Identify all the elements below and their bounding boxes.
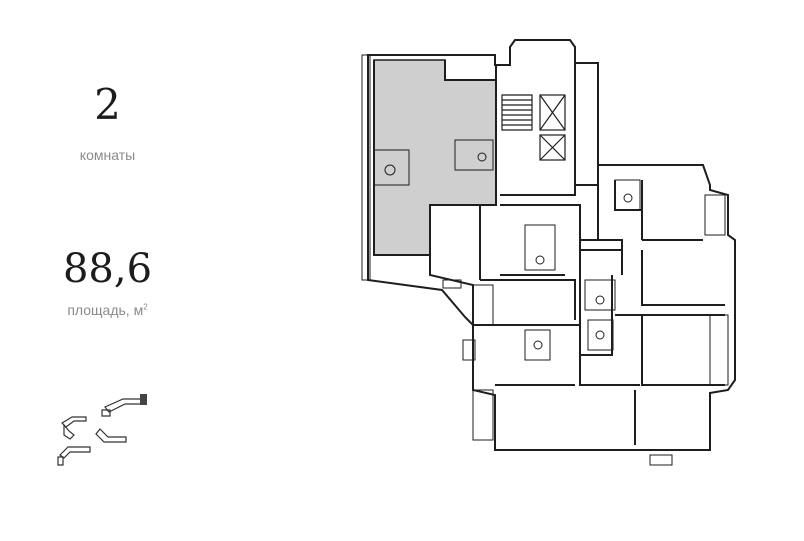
window (442, 279, 462, 289)
interior-wall (580, 275, 613, 356)
minimap-building (95, 428, 127, 443)
minimap-building (63, 423, 75, 440)
toilet-icon (595, 330, 605, 340)
bathroom (587, 319, 614, 351)
balcony (709, 314, 729, 386)
bathroom (373, 149, 410, 186)
area-label: площадь, м2 (40, 302, 175, 318)
minimap-building (104, 398, 146, 413)
elevator-icon (539, 134, 566, 161)
balcony (472, 389, 494, 441)
balcony (472, 284, 494, 326)
minimap-building (61, 416, 87, 428)
minimap-current-section (140, 394, 147, 405)
toilet-icon (535, 255, 545, 265)
elevator-shaft (539, 94, 566, 131)
window (462, 339, 476, 361)
toilet-icon (533, 340, 543, 350)
building-location-minimap[interactable] (50, 385, 160, 475)
sink-icon (477, 152, 487, 162)
window (649, 454, 673, 466)
elevator-icon (539, 94, 566, 131)
area-value: 88,6 (62, 246, 153, 292)
stairs (501, 94, 533, 131)
minimap-building (101, 409, 111, 417)
area-label-text: площадь, м (67, 302, 144, 318)
balcony (361, 54, 371, 281)
interior-wall (614, 180, 642, 211)
interior-wall (500, 204, 581, 325)
interior-wall (580, 239, 623, 275)
interior-wall (579, 325, 612, 386)
interior-wall (641, 250, 725, 306)
rooms-label: комнаты (79, 147, 136, 163)
exterior-wall (367, 39, 736, 451)
rooms-count: 2 (94, 80, 121, 129)
bathroom (584, 279, 616, 311)
toilet-icon (623, 193, 633, 203)
area-unit-superscript: 2 (143, 302, 148, 312)
minimap-building (57, 456, 64, 466)
bathroom (524, 329, 551, 361)
balcony (704, 194, 726, 236)
interior-wall (580, 165, 599, 241)
bathroom (454, 139, 494, 171)
interior-wall (480, 279, 576, 320)
bathroom (614, 179, 641, 211)
minimap-building (59, 446, 91, 459)
elevator-shaft (539, 134, 566, 161)
toilet-icon (595, 295, 605, 305)
bathroom (524, 224, 556, 271)
interior-wall (500, 184, 598, 196)
interior-wall (641, 315, 725, 386)
toilet-icon (384, 164, 396, 176)
interior-wall (444, 60, 497, 81)
interior-wall (429, 80, 497, 255)
floor-plan[interactable] (360, 35, 750, 470)
